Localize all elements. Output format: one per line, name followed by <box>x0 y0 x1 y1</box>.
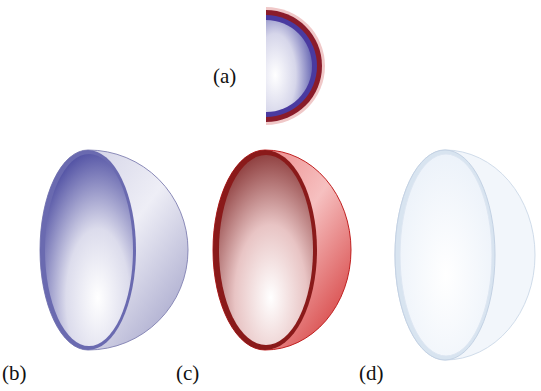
figure-label: (a) <box>213 66 236 87</box>
transparent-hemisphere <box>395 150 535 360</box>
figure-label: (d) <box>359 363 384 384</box>
blue-hemisphere <box>40 150 188 350</box>
half-shell-section <box>266 7 325 125</box>
red-hemisphere <box>213 150 351 350</box>
figure-label: (b) <box>2 363 27 384</box>
figure-label: (c) <box>176 363 199 384</box>
